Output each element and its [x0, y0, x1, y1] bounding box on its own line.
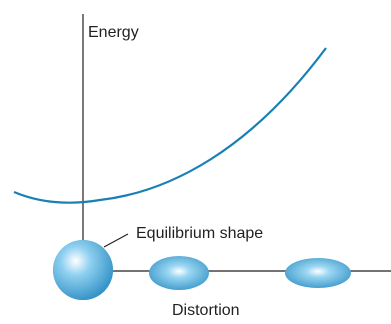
equilibrium-pointer: [104, 234, 128, 247]
energy-curve: [14, 48, 326, 203]
energy-label: Energy: [88, 24, 139, 41]
distortion-label: Distortion: [172, 302, 240, 319]
equilibrium-label: Equilibrium shape: [136, 225, 263, 242]
distorted-shape-1: [149, 256, 209, 290]
distorted-shape-2: [285, 258, 351, 288]
equilibrium-sphere-shade: [53, 240, 113, 300]
